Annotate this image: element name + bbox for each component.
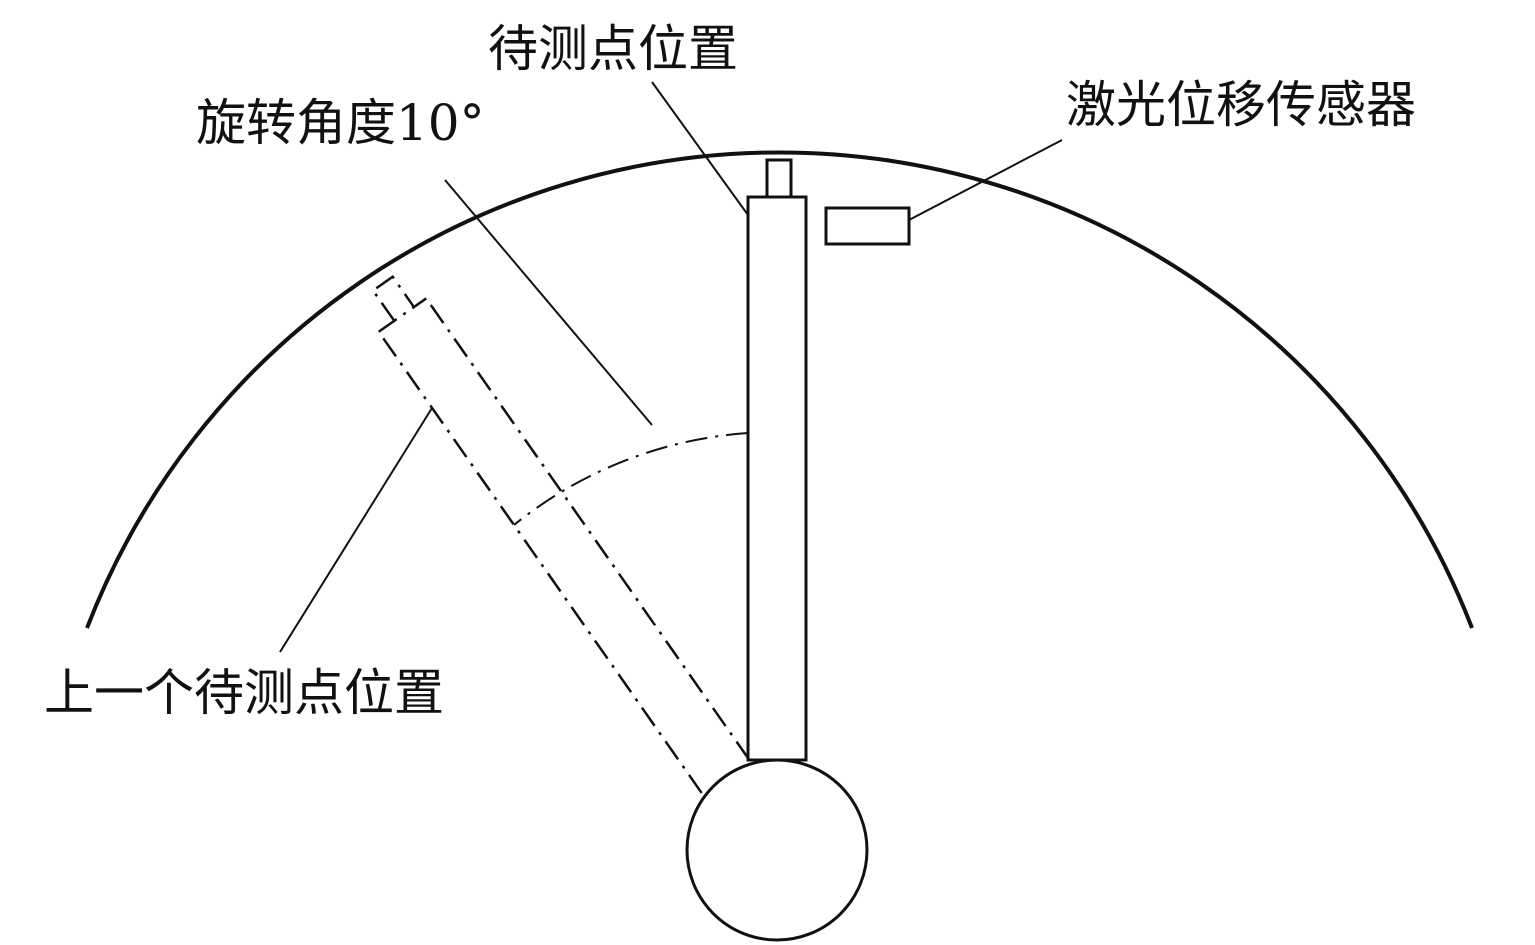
outer-arc <box>85 150 1474 629</box>
leader-target-point <box>651 81 749 216</box>
probe-tip <box>765 158 793 199</box>
pivot-ball <box>685 758 869 942</box>
label-laser-sensor: 激光位移传感器 <box>1066 76 1416 134</box>
leader-rotation-angle <box>444 179 653 426</box>
leader-laser-sensor <box>908 139 1063 221</box>
label-previous-point: 上一个待测点位置 <box>44 664 444 722</box>
label-target-point: 待测点位置 <box>488 20 738 78</box>
label-rotation-angle: 旋转角度10° <box>196 94 485 152</box>
probe-rod <box>746 195 808 762</box>
rotation-angle-arc <box>513 432 749 526</box>
leader-previous-point <box>279 407 433 653</box>
laser-sensor <box>824 206 911 246</box>
